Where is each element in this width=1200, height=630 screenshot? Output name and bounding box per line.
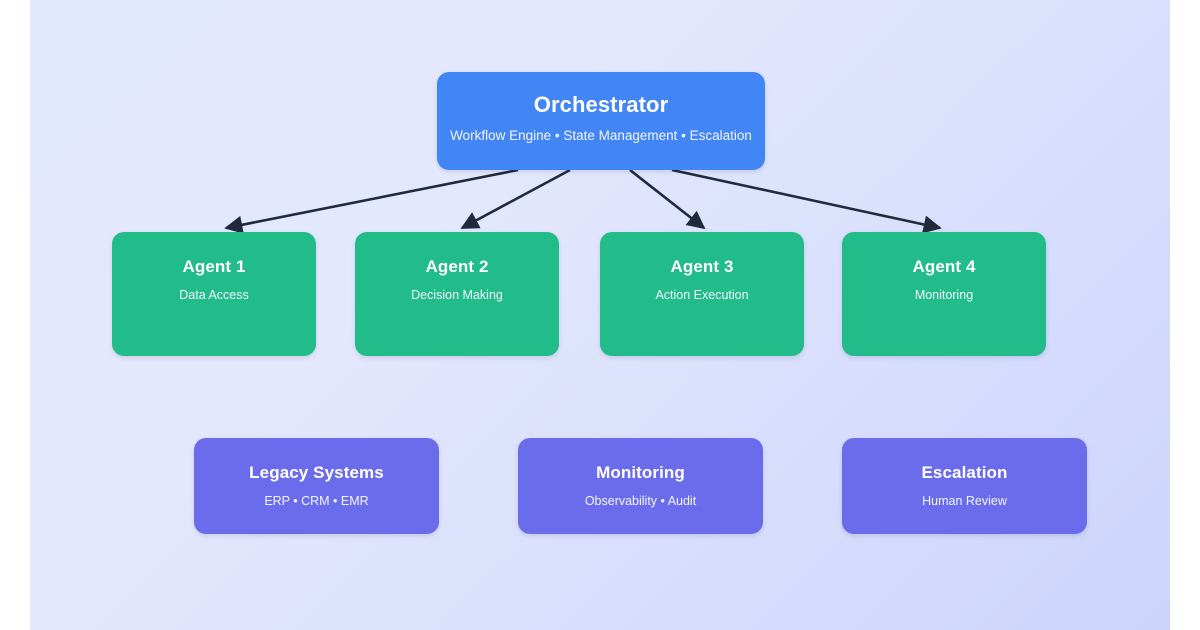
node-agent-4-subtitle: Monitoring bbox=[914, 287, 974, 302]
node-monitoring-title: Monitoring bbox=[596, 463, 685, 482]
node-agent-3-title: Agent 3 bbox=[670, 257, 734, 276]
node-agent-4[interactable]: Agent 4 Monitoring bbox=[842, 232, 1046, 356]
node-agent-1-title: Agent 1 bbox=[182, 257, 246, 276]
node-orchestrator-title: Orchestrator bbox=[533, 92, 669, 117]
node-monitoring-subtitle: Observability • Audit bbox=[584, 493, 697, 508]
node-orchestrator[interactable]: Orchestrator Workflow Engine • State Man… bbox=[437, 72, 765, 170]
node-agent-2-title: Agent 2 bbox=[425, 257, 489, 276]
node-escalation-title: Escalation bbox=[921, 463, 1008, 482]
node-legacy-systems-title: Legacy Systems bbox=[249, 463, 384, 482]
node-escalation-subtitle: Human Review bbox=[922, 493, 1007, 508]
diagram-canvas: Orchestrator Workflow Engine • State Man… bbox=[30, 0, 1170, 630]
node-agent-1[interactable]: Agent 1 Data Access bbox=[112, 232, 316, 356]
edge-orchestrator-to-agent-2 bbox=[460, 168, 571, 230]
node-agent-2[interactable]: Agent 2 Decision Making bbox=[355, 232, 559, 356]
node-agent-4-title: Agent 4 bbox=[912, 257, 976, 276]
edge-orchestrator-to-agent-4 bbox=[671, 168, 942, 234]
node-agent-2-subtitle: Decision Making bbox=[411, 287, 503, 302]
node-escalation[interactable]: Escalation Human Review bbox=[842, 438, 1087, 534]
node-monitoring[interactable]: Monitoring Observability • Audit bbox=[518, 438, 763, 534]
edge-orchestrator-to-agent-3 bbox=[629, 168, 706, 230]
node-legacy-systems[interactable]: Legacy Systems ERP • CRM • EMR bbox=[194, 438, 439, 534]
edge-orchestrator-to-agent-1 bbox=[224, 168, 519, 234]
node-legacy-systems-subtitle: ERP • CRM • EMR bbox=[264, 493, 369, 508]
node-orchestrator-subtitle: Workflow Engine • State Management • Esc… bbox=[450, 128, 752, 144]
node-agent-3-subtitle: Action Execution bbox=[655, 287, 749, 302]
node-agent-1-subtitle: Data Access bbox=[179, 287, 249, 302]
node-agent-3[interactable]: Agent 3 Action Execution bbox=[600, 232, 804, 356]
